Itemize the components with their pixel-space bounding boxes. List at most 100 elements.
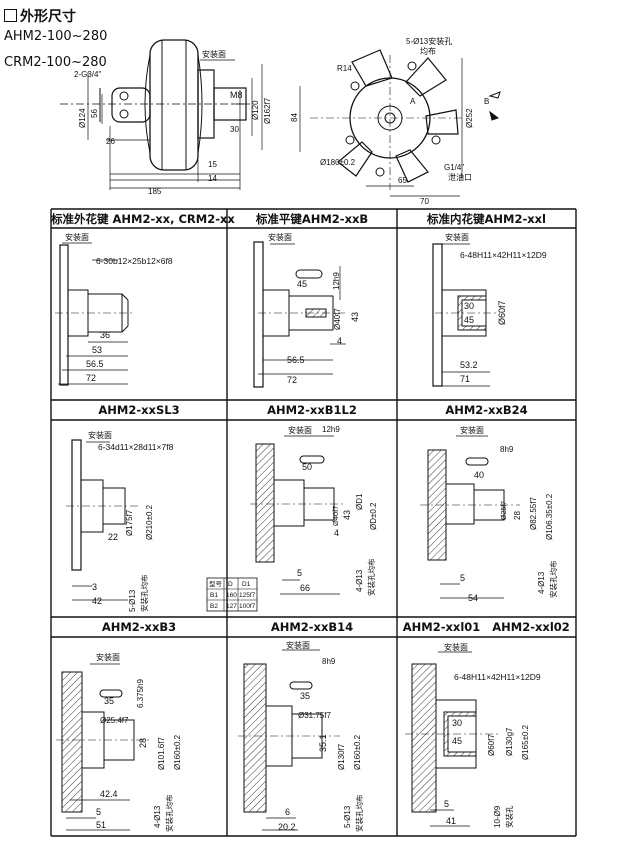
section-4-table-header-2: D1 [242,581,251,588]
side-dim-8: 185 [148,187,162,196]
section-3-mount: 安装面 [88,430,112,440]
section-4-dim-8: 66 [300,583,310,593]
section-8-dim-4: Ø165±0.2 [521,724,530,760]
section-5-dim-0: 8h9 [500,445,514,454]
section-6-drawing [56,663,150,831]
section-8-drawing [405,651,500,827]
section-2-dim-2: Ø60f7 [497,300,507,325]
section-2-dim-4: 71 [460,374,470,384]
section-5-dim-9: 安装孔均布 [548,560,558,598]
section-8-dim-3: Ø130g7 [505,727,514,756]
section-5-dim-7: 54 [468,593,478,603]
section-4-dim-0: 12h9 [322,425,340,434]
table-grid [50,208,577,837]
section-4-dim-5: ØD±0.2 [369,502,378,530]
section-5-dim-1: 40 [474,470,484,480]
section-3-spec: 6-34d11×28d11×7f8 [98,442,174,452]
section-7-dim-1: 35 [300,691,310,701]
section-3-dim-0: Ø175f7 [125,509,134,536]
section-3-title: AHM2-xxSL3 [98,403,180,417]
section-0-drawing [55,242,135,386]
section-4-dim-6: 4 [334,528,339,538]
section-2-dim-3: 53.2 [460,360,478,370]
section-4-table-cell-0-1: 160 [226,592,237,599]
section-1-dim-5: 56.5 [287,355,305,365]
section-4-table-header-1: D [228,581,233,588]
front-point-a: A [410,97,416,106]
section-5-dim-5: Ø106.35±0.2 [545,493,554,540]
section-6-dim-8: 51 [96,820,106,830]
section-7-dim-5: Ø160±0.2 [353,734,362,770]
section-4-table-cell-1-2: 100f7 [239,603,256,610]
side-dim-3: 30 [230,125,239,134]
section-6-mount: 安装面 [96,652,120,662]
section-0-dim-0: 36 [100,330,110,340]
section-8-dim-8: 安装孔 [504,805,514,828]
section-5-dim-4: 28 [513,511,522,520]
section-4-title: AHM2-xxB1L2 [267,403,357,417]
section-5-title: AHM2-xxB24 [445,403,528,417]
section-3-dim-4: 42 [92,596,102,606]
section-3-dim-5: 5-Ø13 [128,589,137,612]
section-3-dim-3: 3 [92,582,97,592]
section-6-title: AHM2-xxB3 [101,620,177,634]
section-1-dim-2: Ø40f7 [333,308,342,330]
front-dim-3: Ø252 [465,108,474,128]
section-7-drawing [238,649,340,831]
section-4-mount: 安装面 [288,425,312,435]
side-dim-2: 26 [106,137,115,146]
section-4-table-cell-0-2: 125f7 [239,592,256,599]
section-1-dim-0: 45 [297,279,307,289]
section-5-dim-2: Ø82.55f7 [529,497,538,530]
section-7-dim-6: 6 [285,807,290,817]
section-7-dim-7: 20.2 [278,822,296,832]
section-2-dim-1: 45 [464,315,474,325]
section-1-dim-3: 43 [350,312,360,322]
section-6-dim-9: 4-Ø13 [153,805,162,828]
section-7-title: AHM2-xxB14 [270,620,354,634]
section-4-table-cell-1-0: B2 [210,603,218,610]
section-8-spec: 6-48H11×42H11×12D9 [454,672,541,682]
section-6-dim-2: Ø25.4f7 [100,716,129,725]
section-7-dim-0: 8h9 [322,657,336,666]
section-5-dim-8: 4-Ø13 [537,571,546,594]
section-5-dim-3: Ø25f7 [501,501,508,520]
section-3-dim-6: 安装孔均布 [139,574,149,612]
section-0-dim-1: 53 [92,345,102,355]
front-drain-label: 泄油口 [448,172,472,182]
section-3-drawing [66,439,140,601]
section-1-dim-6: 72 [287,375,297,385]
section-7-dim-2: Ø31.75f7 [298,711,331,720]
side-dim-4: Ø120 [251,100,260,120]
section-4-dim-7: 5 [297,568,302,578]
section-0-mount: 安装面 [65,232,89,242]
front-point-b: B [484,97,489,106]
section-8-dim-2: Ø60f7 [487,734,496,756]
side-dim-5: Ø162f7 [263,97,272,124]
section-6-dim-6: 42.4 [100,789,118,799]
front-mount-holes-note: 均布 [420,46,436,56]
section-4-drawing [206,435,345,612]
section-6-dim-1: 35 [104,696,114,706]
title-block: 外形尺寸 AHM2-100~280 CRM2-100~280 [0,0,200,80]
section-1-dim-1: 12h9 [332,272,341,290]
section-4-table-header-0: 型号 [209,579,223,588]
section-7-dim-9: 安装孔均布 [354,794,364,832]
front-drain-port: G1/4" [444,163,464,172]
section-5-drawing [420,435,520,599]
section-8-dim-1: 45 [452,736,462,746]
section-2-mount: 安装面 [445,232,469,242]
section-0-dim-2: 56.5 [86,359,104,369]
section-1-dim-4: 4 [337,336,342,346]
section-4-table-cell-1-1: 127 [226,603,237,610]
section-2-drawing [432,243,500,387]
section-0-title: 标准外花键 AHM2-xx, CRM2-xx [51,212,235,226]
section-6-dim-0: 6.375h9 [136,679,145,708]
section-7-dim-3: 35.1 [318,734,328,752]
side-view [60,39,263,190]
section-0-spec: 6-30b12×25b12×6f8 [96,256,173,266]
front-radius: R14 [337,64,352,73]
front-bolt-circle: Ø180±0.2 [320,158,356,167]
section-4-dim-1: 50 [302,462,312,472]
